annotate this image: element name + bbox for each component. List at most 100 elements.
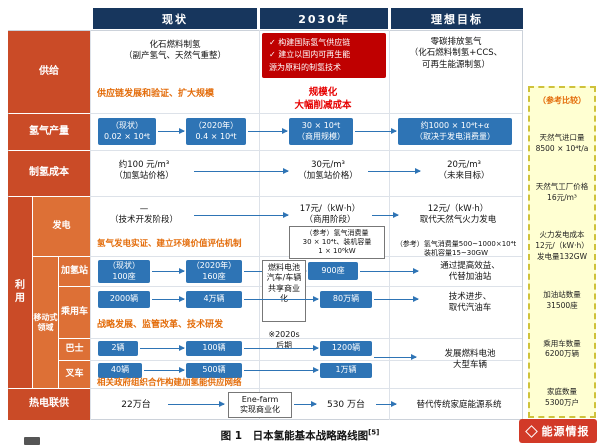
power-current-text: — （技术开发阶段） [109, 204, 178, 226]
banner-power-proof: 氢气发电实证、建立环境价值评估机制 [97, 239, 242, 249]
arrow-right-icon [368, 167, 421, 174]
arrow-right-icon [360, 267, 419, 274]
brand-logo: 能源情报 [519, 419, 597, 443]
arrow-right-icon [374, 295, 419, 302]
arrow-right-icon [194, 167, 289, 174]
bus-now-box: 2辆 [98, 341, 138, 356]
cost-current-text: 约100 元/m³ （加氢站价格） [114, 160, 174, 182]
bus-2030-box: 1200辆 [320, 341, 372, 356]
row-label-bus: 巴士 [59, 339, 90, 360]
supply-current-text: 化石燃料制氢 （副产氢气、天然气重整） [123, 40, 226, 62]
row-label-station: 加氢站 [59, 257, 90, 286]
car-now-box: 2000辆 [98, 291, 150, 308]
arrow-right-icon [144, 366, 185, 373]
caption-reference-mark: [5] [368, 428, 380, 437]
station-now-box: （现状） 100座 [98, 260, 150, 283]
production-2020-box: （2020年） 0.4 × 10⁴t [186, 118, 246, 145]
arrow-right-icon [158, 127, 185, 134]
power-ref-2030-box: （参考）氢气消费量 30 × 10⁴t、装机容量 1 × 10⁶kW [289, 226, 385, 260]
station-2030-box: 900座 [308, 262, 358, 280]
production-2030-box: 30 × 10⁴t （商用规模） [289, 118, 353, 145]
banner-network: 相关政府组织合作构建加氢能供应网络 [97, 378, 242, 388]
chp-now-text: 22万台 [121, 400, 151, 410]
supply-ideal-text: 零碳排放氢气 （化石燃料制氢+CCS、 可再生能源制氢） [409, 37, 503, 70]
heavy-vehicle-ideal-text: 发展燃料电池 大型车辆 [444, 349, 496, 371]
brand-logo-text: 能源情报 [541, 425, 590, 438]
column-header-current: 现状 [93, 8, 257, 29]
arrow-right-icon [140, 344, 185, 351]
grid-line [91, 113, 522, 114]
arrow-right-icon [244, 344, 319, 351]
arrow-right-icon [152, 267, 185, 274]
production-ideal-box: 约1000 × 10⁴t+α （取决于发电消费量） [398, 118, 512, 145]
banner-strategy: 战略发展、监管改革、技术研发 [97, 320, 224, 330]
reference-item: 加油站数量 31500座 [543, 289, 581, 310]
row-label-use: 利 用 [8, 197, 32, 388]
enefarm-box: Ene-farm 实现商业化 [228, 392, 292, 418]
grid-line [91, 338, 522, 339]
grid-line [91, 150, 522, 151]
arrow-right-icon [248, 127, 288, 134]
chp-mid-text: 530 万台 [326, 400, 366, 410]
row-label-production: 氢气产量 [8, 114, 90, 150]
forklift-2030-box: 1万辆 [320, 363, 372, 378]
grid-line [259, 30, 260, 420]
arrow-right-icon [152, 295, 185, 302]
forklift-2020-box: 500辆 [186, 363, 242, 378]
logo-diamond-icon [524, 424, 538, 438]
row-label-forklift: 叉车 [59, 361, 90, 388]
reference-title: （参考比较） [538, 96, 586, 105]
station-ideal-text: 通过提高效益、 代替加油站 [440, 261, 500, 283]
grid-line [91, 286, 522, 287]
cost-ideal-text: 20元/m³ （未来目标） [438, 160, 490, 182]
reference-item: 天然气工厂价格 16元/m³ [535, 181, 589, 202]
car-ideal-text: 技术进步、 取代汽油车 [448, 292, 492, 314]
grid-line [90, 30, 91, 420]
fuelcell-commercial-box: 燃料电池汽车/车辆共享商业化 [262, 260, 306, 322]
column-header-2030: 2030年 [260, 8, 388, 29]
bus-2020-box: 100辆 [186, 341, 242, 356]
reference-item: 火力发电成本 12元/（kW·h） 发电量132GW [535, 230, 589, 262]
arrow-right-icon [194, 211, 289, 218]
watermark-fragment [24, 437, 40, 445]
column-header-ideal: 理想目标 [391, 8, 523, 29]
figure-caption: 图 1 日本氢能基本战略路线图[5] [0, 428, 600, 443]
grid-line [91, 388, 522, 389]
chp-ideal-text: 替代传统家庭能源系统 [416, 400, 502, 410]
row-label-power: 发电 [33, 197, 90, 256]
power-ideal-text: 12元/（kW·h） 取代天然气火力发电 [419, 204, 497, 226]
arrow-right-icon [376, 400, 397, 407]
supply-plan-box: ✓ 构建国际氢气供应链 ✓ 建立以国内可再生能 源为原料的制氢技术 [262, 33, 386, 79]
row-label-chp: 热电联供 [8, 389, 90, 420]
arrow-right-icon [244, 295, 319, 302]
row-label-car: 乘用车 [59, 287, 90, 338]
station-2020-box: （2020年） 160座 [186, 260, 242, 283]
reference-item: 天然气进口量 8500 × 10⁴t/a [535, 132, 589, 153]
arrow-right-icon [244, 366, 319, 373]
forklift-now-box: 40辆 [98, 363, 142, 378]
reference-item: 乘用车数量 6200万辆 [543, 338, 581, 359]
figure-caption-text: 图 1 日本氢能基本战略路线图 [220, 430, 369, 442]
arrow-right-icon [294, 400, 317, 407]
fuelcell-note: ※2020s 后期 [268, 330, 300, 350]
car-2020-box: 4万辆 [186, 291, 242, 308]
row-label-supply: 供给 [8, 31, 90, 113]
row-label-cost: 制氢成本 [8, 151, 90, 196]
car-2030-box: 80万辆 [320, 291, 372, 308]
reference-item: 家庭数量 5300万户 [544, 387, 580, 408]
reference-panel: （参考比较） 天然气进口量 8500 × 10⁴t/a 天然气工厂价格 16元/… [528, 86, 596, 418]
banner-scale-cost: 规模化 大幅削减成本 [294, 87, 352, 112]
production-now-box: （现状） 0.02 × 10⁴t [98, 118, 156, 145]
cost-2030-text: 30元/m³ （加氢站价格） [298, 160, 358, 182]
banner-supply-chain: 供应链发展和验证、扩大规模 [97, 89, 215, 99]
arrow-right-icon [168, 400, 225, 407]
arrow-right-icon [355, 127, 397, 134]
power-2030-text: 17元/（kW·h） （商用阶段） [299, 204, 361, 226]
row-label-mobile: 移动式 领域 [33, 257, 58, 388]
arrow-right-icon [374, 353, 417, 360]
grid-line [91, 196, 522, 197]
grid-line [91, 360, 522, 361]
power-ref-ideal-text: （参考）氢气消费量500~1000×10⁴t 装机容量15~30GW [395, 240, 517, 258]
grid-line [389, 30, 390, 420]
